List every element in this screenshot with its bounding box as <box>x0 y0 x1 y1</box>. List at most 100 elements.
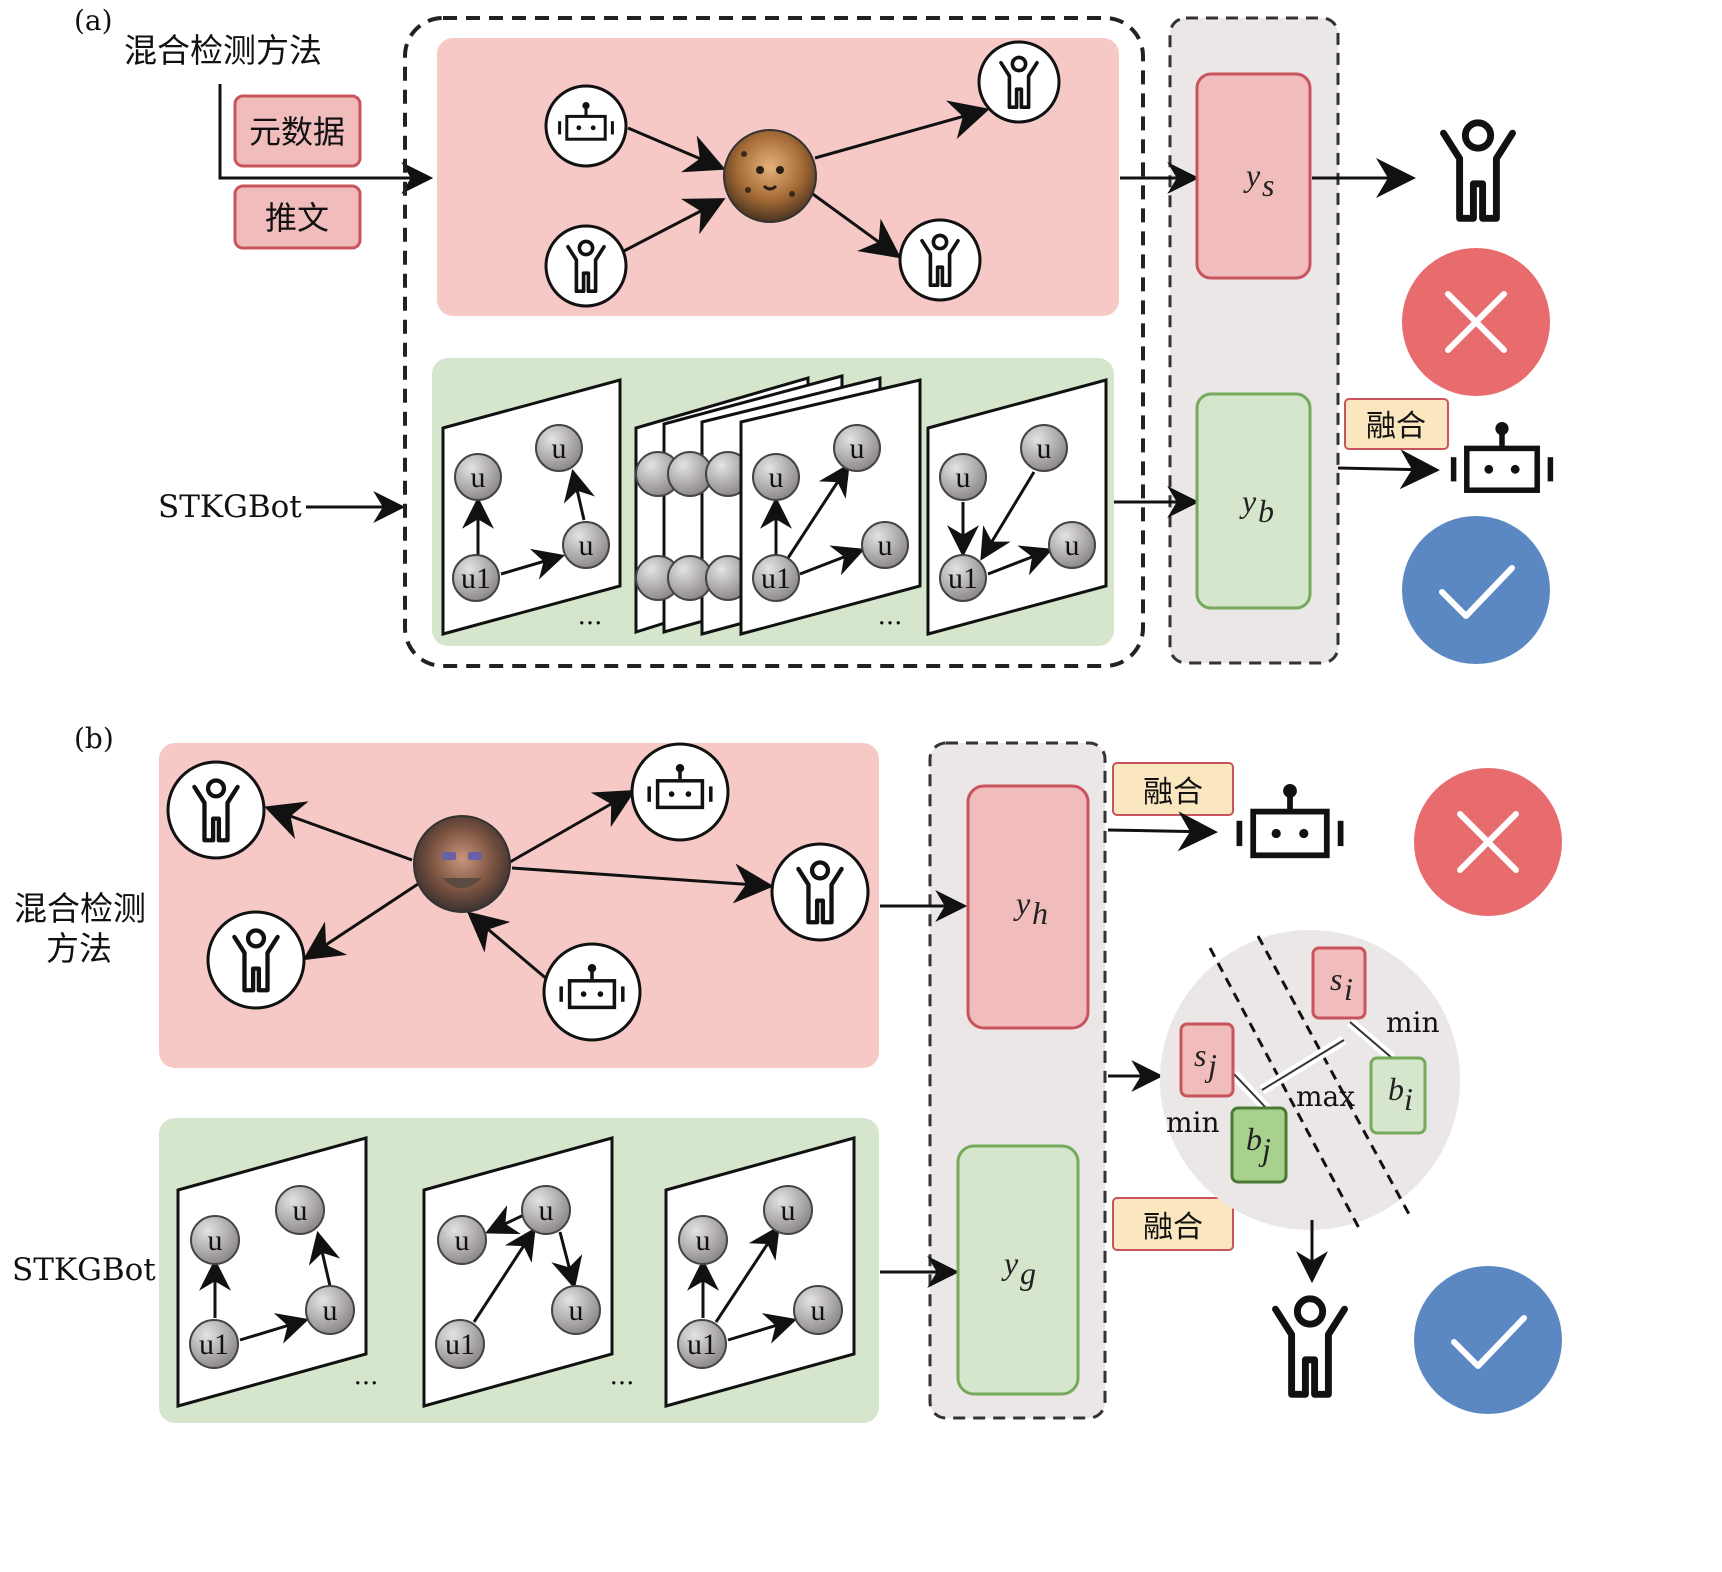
human-node-b3 <box>770 842 870 942</box>
snapshot-a2-nodes: u u u u1 <box>752 424 909 602</box>
si-box <box>1311 946 1367 1020</box>
snapshot-edge-b1-2 <box>239 1313 310 1344</box>
ys-sub: s <box>1262 167 1274 203</box>
node-label: u <box>769 461 784 494</box>
ellipsis-a2: ... <box>878 601 903 631</box>
fusion-label-b-top: 融合 <box>1143 775 1203 810</box>
bi-sub: i <box>1404 1081 1413 1117</box>
node-label: u <box>208 1224 223 1257</box>
human-node-a2 <box>977 40 1061 124</box>
hybrid-method-line1: 混合检测 <box>14 889 146 928</box>
robot-node-b2 <box>542 942 642 1042</box>
node-label: u <box>293 1194 308 1227</box>
node-label: u <box>1037 432 1052 465</box>
yh-label: y <box>1013 885 1031 921</box>
human-node-b1 <box>166 760 266 860</box>
fusion-arrow-b <box>1107 811 1218 852</box>
tweet-box <box>233 184 362 250</box>
ellipsis-a1: ... <box>578 601 603 631</box>
fusion-badge-b-top <box>1112 762 1234 816</box>
panel-b-tag: (b) <box>74 722 114 755</box>
fusion-label-b-bottom: 融合 <box>1143 1210 1203 1245</box>
snapshot-edge-a1-3 <box>563 468 596 521</box>
edge-b4 <box>511 863 774 904</box>
node-label: u <box>579 529 594 562</box>
snapshot-a1-nodes: u u u u1 <box>452 424 610 602</box>
snapshot-edge-b2-1 <box>472 1227 536 1323</box>
panel-b: (b) 混合检测 方法 STKGBot <box>12 722 1562 1423</box>
snapshot-b1-nodes: u u u u1 <box>189 1185 355 1369</box>
yg-label: y <box>1001 1245 1019 1281</box>
snapshot-b2-nodes: u u u u1 <box>435 1185 601 1369</box>
stkgbot-label-b: STKGBot <box>12 1252 156 1288</box>
metadata-label: 元数据 <box>249 113 345 151</box>
cheetah-avatar <box>723 129 817 223</box>
yh-box <box>966 784 1090 1030</box>
node-label: u1 <box>687 1328 717 1361</box>
snapshot-edge-a2-3 <box>799 545 865 576</box>
snapshot-edge-a3-2 <box>980 471 1036 561</box>
model-container-a <box>403 16 1145 668</box>
bj-sub: j <box>1258 1131 1271 1167</box>
cross-icon-a <box>1402 248 1550 396</box>
metadata-box <box>233 94 362 168</box>
robot-result-icon-a <box>1454 422 1551 490</box>
human-node-a3 <box>898 218 982 302</box>
fusion-badge-a <box>1344 398 1449 450</box>
node-label: u <box>850 432 865 465</box>
human-node-b2 <box>206 910 306 1010</box>
human-result-icon-b <box>1276 1299 1345 1394</box>
fusion-arrow-a <box>1337 449 1440 490</box>
node-label: u <box>552 432 567 465</box>
sj-sub: j <box>1204 1047 1217 1083</box>
node-label: u <box>471 461 486 494</box>
si-sub: i <box>1344 971 1353 1007</box>
ellipsis-b1: ... <box>354 1361 379 1391</box>
node-label: u <box>878 529 893 562</box>
robot-node-a <box>544 84 628 168</box>
yg-sub: g <box>1020 1255 1036 1291</box>
node-label: u <box>539 1194 554 1227</box>
snapshot-b3-nodes: u u u u1 <box>677 1185 843 1369</box>
snapshot-edge-a2-2 <box>786 463 850 559</box>
human-node-a1 <box>544 224 628 308</box>
yh-sub: h <box>1032 895 1048 931</box>
fusion-badge-b-bottom <box>1112 1197 1234 1251</box>
check-icon-a <box>1402 516 1550 664</box>
hybrid-method-label: 混合检测方法 <box>124 31 322 70</box>
node-label: u1 <box>761 562 791 595</box>
min-label-bottom: min <box>1166 1106 1220 1139</box>
node-label: u <box>956 461 971 494</box>
snapshot-edge-a3-3 <box>987 545 1053 576</box>
bj-label: b <box>1246 1121 1262 1157</box>
social-graph-region-b <box>159 743 879 1068</box>
check-icon-b <box>1414 1266 1562 1414</box>
min-label-top: min <box>1386 1006 1440 1039</box>
snapshot-edge-a1-2 <box>500 548 566 580</box>
robot-result-icon-b <box>1239 784 1340 855</box>
bj-box <box>1230 1106 1288 1184</box>
tweet-label: 推文 <box>265 199 329 237</box>
edge-a1 <box>627 126 726 173</box>
snapshot-edge-b1-3 <box>308 1230 341 1287</box>
cross-icon-b <box>1414 768 1562 916</box>
node-label: u <box>569 1294 584 1327</box>
contrastive-space: s i s j b i b j min min max <box>1160 930 1460 1231</box>
edge-a2 <box>621 198 726 254</box>
node-label: u <box>811 1294 826 1327</box>
yb-sub: b <box>1258 493 1274 529</box>
stkgbot-label-a: STKGBot <box>158 489 302 525</box>
human-result-icon-a <box>1444 123 1513 218</box>
edge-b1 <box>264 801 413 862</box>
snapshot-a3-nodes: u u u u1 <box>939 424 1096 602</box>
node-label: u <box>696 1224 711 1257</box>
node-label: u1 <box>445 1328 475 1361</box>
divider-line-1 <box>1208 947 1362 1231</box>
sj-box <box>1179 1022 1235 1098</box>
node-label: u1 <box>948 562 978 595</box>
node-label: u <box>781 1194 796 1227</box>
edge-b3 <box>509 790 636 864</box>
si-label: s <box>1330 961 1342 997</box>
